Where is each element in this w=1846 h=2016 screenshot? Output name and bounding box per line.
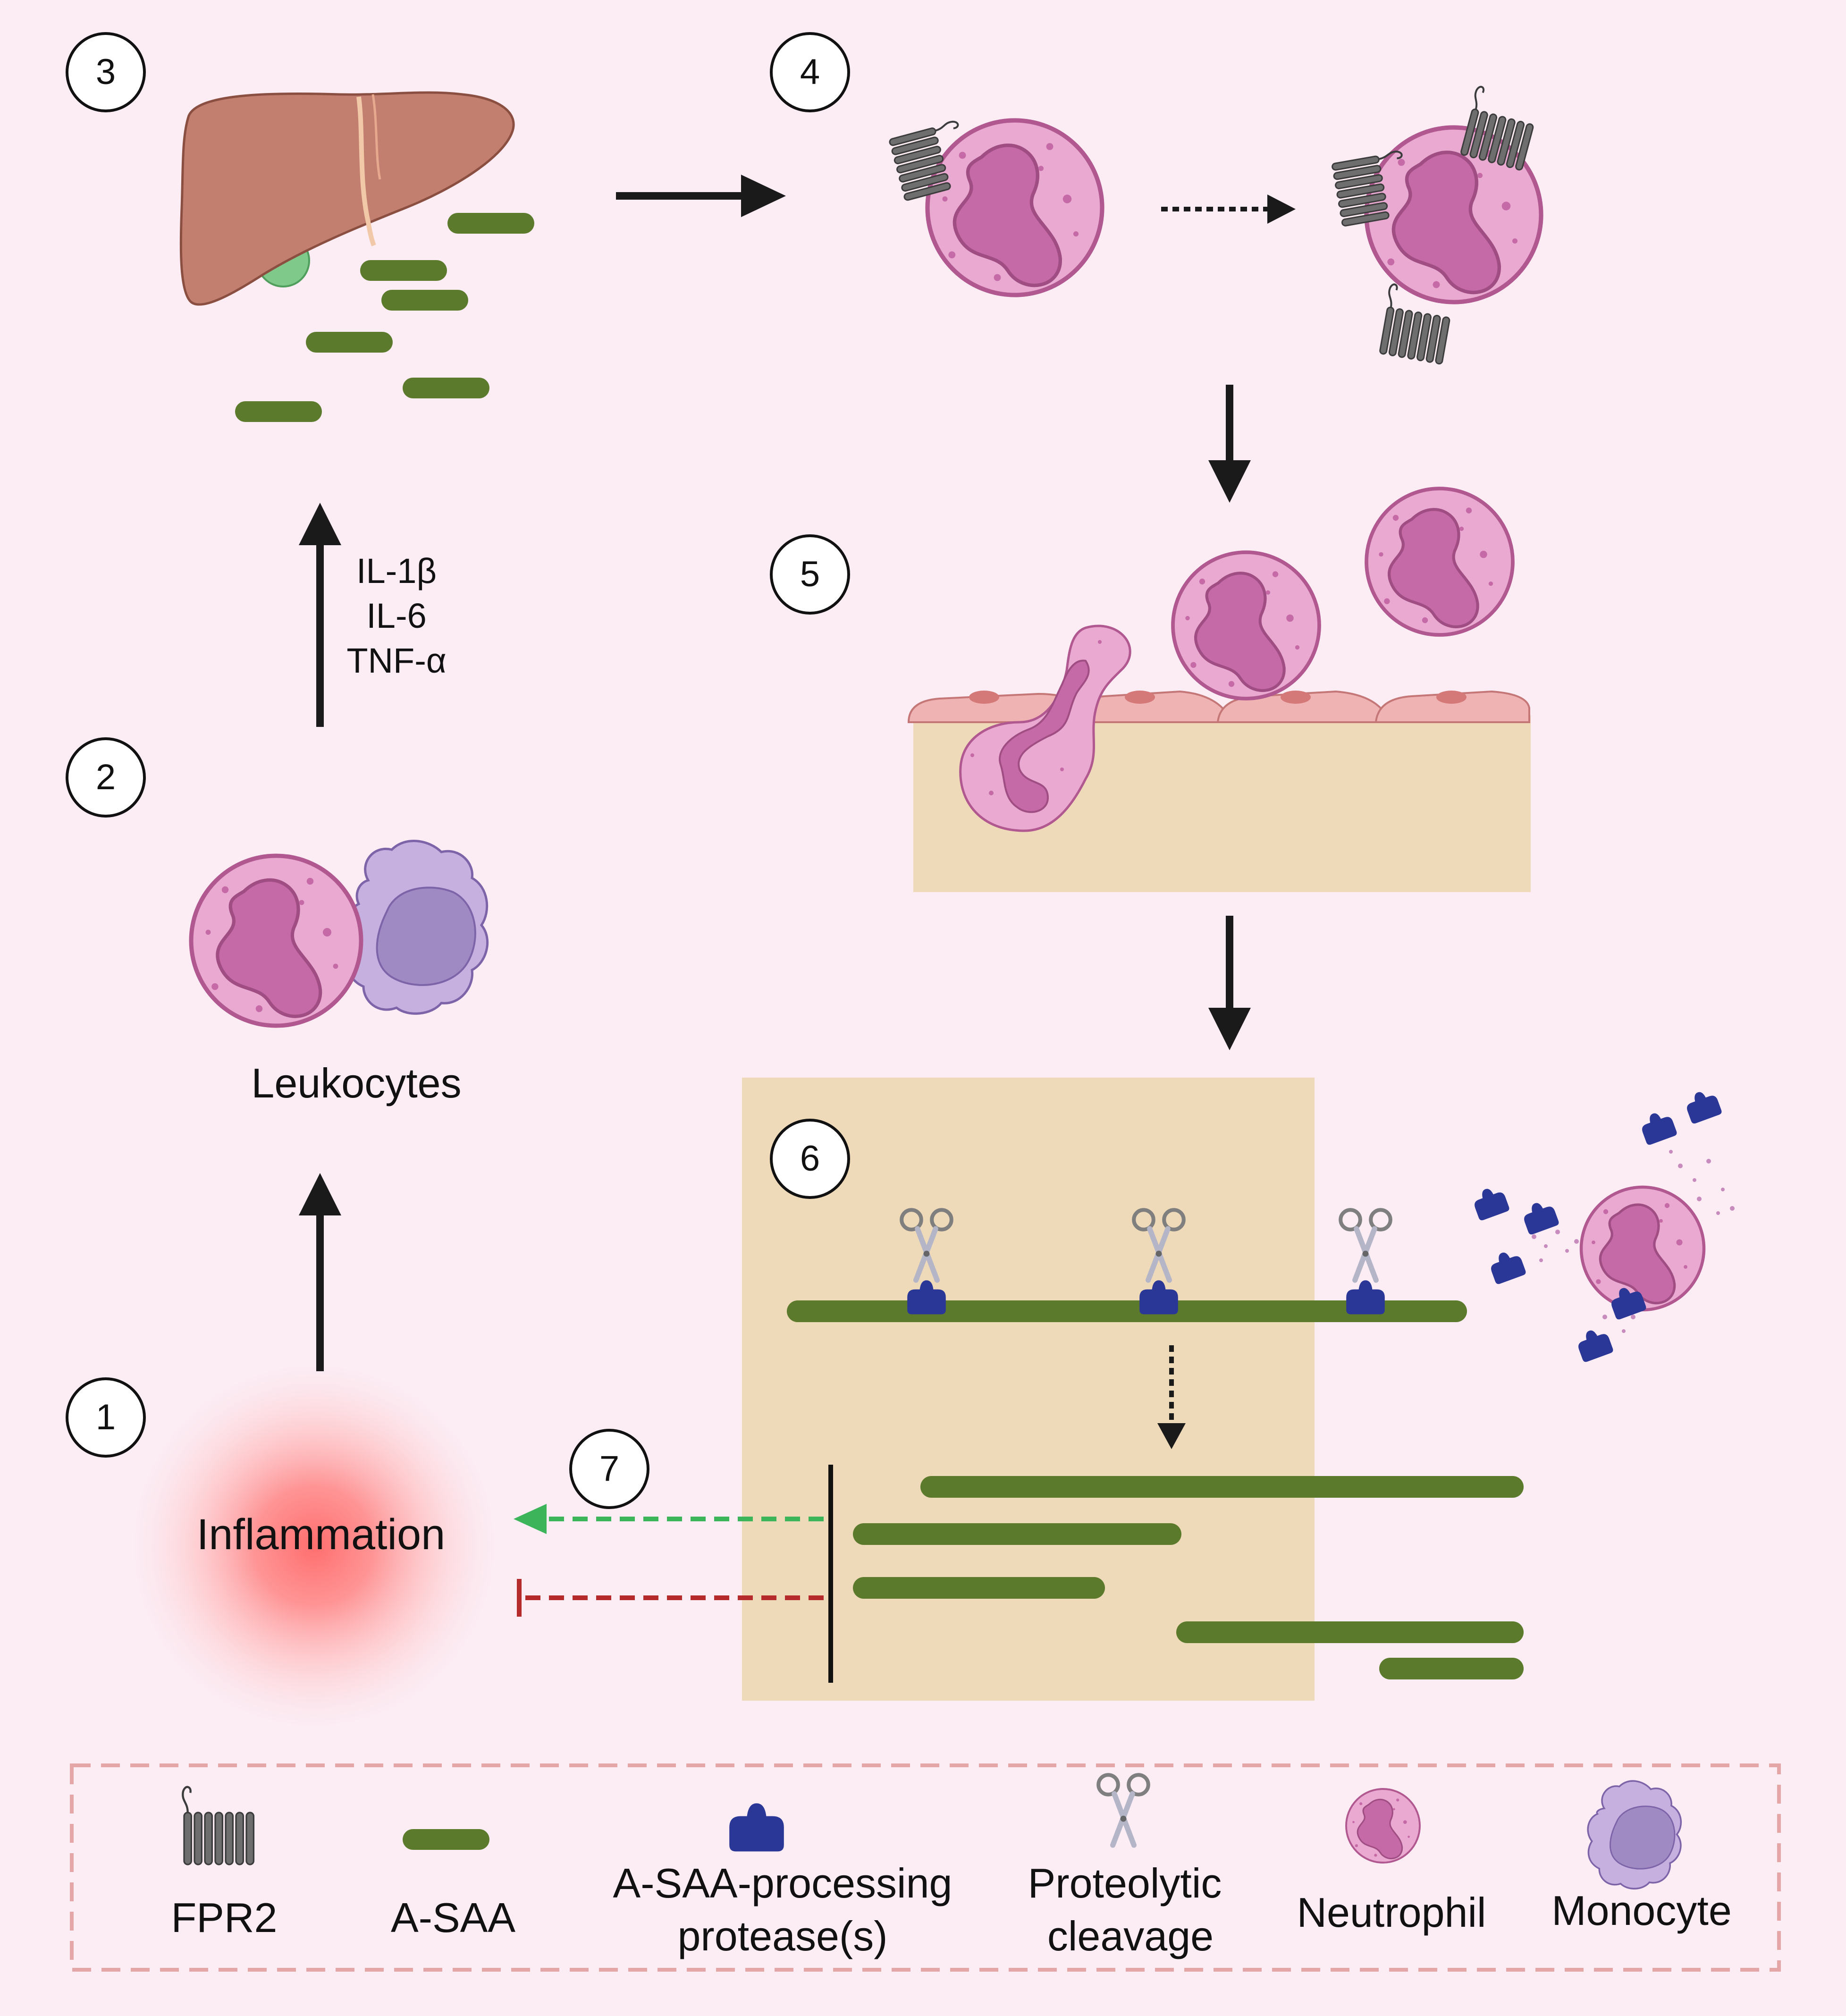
step-5-marker: 5: [770, 534, 850, 615]
monocyte-icon: [344, 840, 489, 1015]
legend-protease-label-2: protease(s): [677, 1913, 887, 1959]
step-2-marker: 2: [66, 737, 146, 818]
legend-monocyte-label: Monocyte: [1551, 1887, 1732, 1934]
arrow-to-extravasation: [1208, 385, 1251, 503]
svg-text:5: 5: [800, 554, 820, 594]
svg-text:6: 6: [800, 1139, 820, 1179]
cytokine-list: IL-1β IL-6 TNF-α: [346, 551, 446, 680]
legend-protease: A-SAA-processing protease(s): [613, 1803, 953, 1959]
arrow-to-processing: [1208, 916, 1251, 1050]
cytokine-il6: IL-6: [366, 596, 427, 635]
asaa-released: [235, 213, 534, 422]
dotted-arrow-upregulation: [1161, 194, 1296, 224]
arrow-liver-to-neutrophil: [616, 175, 786, 217]
neutrophil-icon: [1173, 552, 1319, 699]
arrow-leukocytes-to-liver: [299, 503, 341, 727]
activation-arrow: [514, 1504, 824, 1534]
step-7-marker: 7: [569, 1429, 649, 1509]
legend-box: [70, 1763, 1781, 1972]
legend-asaa-label: A-SAA: [391, 1894, 515, 1941]
legend-neutrophil: Neutrophil: [1297, 1788, 1486, 1936]
transmigrating-neutrophil: [959, 624, 1131, 832]
neutrophil-icon: [927, 120, 1102, 295]
monocyte-icon: [1587, 1780, 1682, 1889]
legend-cleavage: Proteolytic cleavage: [1028, 1775, 1222, 1959]
step-3-marker: 3: [66, 32, 146, 112]
legend-monocyte: Monocyte: [1551, 1780, 1732, 1934]
svg-text:1: 1: [96, 1397, 116, 1437]
cytokine-il1b: IL-1β: [356, 551, 437, 590]
neutrophil-icon: [191, 856, 361, 1026]
legend-neutrophil-label: Neutrophil: [1297, 1889, 1486, 1936]
legend-cleavage-label-2: cleavage: [1047, 1913, 1214, 1959]
liver-icon: [179, 91, 515, 306]
legend-fpr2: FPR2: [171, 1787, 278, 1941]
neutrophil-icon: [1366, 489, 1513, 635]
legend-protease-label-1: A-SAA-processing: [613, 1860, 953, 1906]
svg-text:3: 3: [96, 52, 116, 92]
svg-text:4: 4: [800, 52, 820, 92]
legend-asaa: A-SAA: [391, 1829, 515, 1941]
arrow-inflammation-to-leukocytes: [299, 1173, 341, 1371]
inflammation-glow: [116, 1348, 512, 1744]
legend-fpr2-label: FPR2: [171, 1894, 278, 1941]
legend-cleavage-label-1: Proteolytic: [1028, 1860, 1222, 1906]
step-6-marker: 6: [770, 1119, 850, 1199]
leukocytes-label: Leukocytes: [251, 1060, 461, 1106]
asaa-fragments: [853, 1476, 1524, 1679]
cytokine-tnfa: TNF-α: [346, 641, 446, 680]
degranulating-neutrophil: [1470, 1087, 1735, 1363]
inflammation-label: Inflammation: [197, 1510, 446, 1559]
svg-text:7: 7: [599, 1449, 619, 1489]
svg-text:2: 2: [96, 757, 116, 797]
inhibition-line: [517, 1579, 824, 1617]
neutrophil-icon: [1345, 1788, 1421, 1864]
step-4-marker: 4: [770, 32, 850, 112]
step-1-marker: 1: [66, 1377, 146, 1458]
dotted-arrow-cleavage: [1157, 1345, 1186, 1449]
